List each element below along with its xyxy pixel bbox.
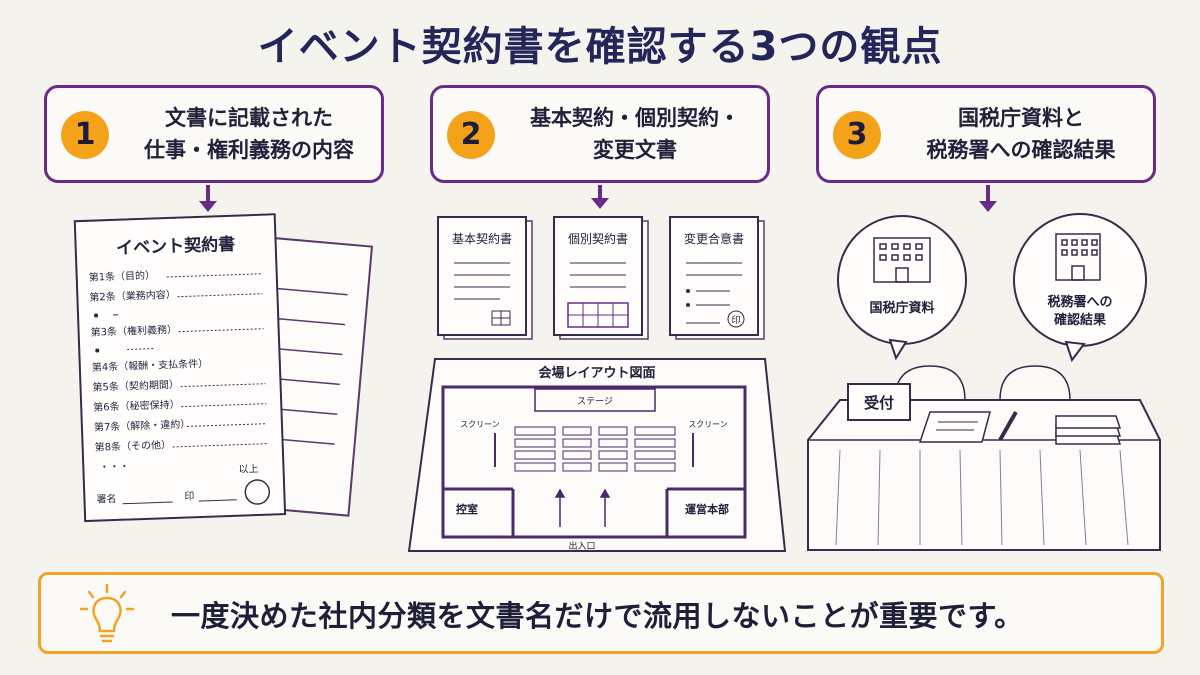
step-text-1: 文書に記載された 仕事・権利義務の内容 — [125, 102, 373, 166]
tax-office-icon — [1055, 233, 1101, 281]
venue-room-right: 運営本部 — [685, 502, 729, 516]
arrow-down-icon-1 — [199, 201, 217, 212]
reception-desk-illustration: 受付 — [807, 365, 1161, 551]
venue-layout-plan: 会場レイアウト図面 ステージ スクリーン スクリーン 控室 運営本部 出入口 — [407, 358, 787, 552]
doc-basic-contract: 基本契約書 — [437, 216, 533, 340]
seal-stamp-icon — [244, 479, 271, 505]
contract-front-sheet: イベント契約書 第1条（目的） 第2条（業務内容） 第3条（権利義務） 第4条（… — [73, 213, 287, 523]
chair-icon — [894, 365, 1071, 401]
contract-article: 第8条（その他） — [94, 438, 171, 454]
bottom-message: 一度決めた社内分類を文書名だけで流用しないことが重要です。 — [171, 599, 1024, 633]
contract-article: 第6条（秘密保持） — [93, 398, 180, 414]
contract-article: 第2条（業務内容） — [89, 288, 176, 304]
doc-seal-icon — [727, 310, 745, 328]
building-icon — [873, 237, 931, 283]
arrow-up-icon — [554, 488, 611, 527]
venue-entrance: 出入口 — [568, 540, 595, 552]
arrow-down-icon-2 — [591, 198, 609, 209]
bubble-nta-materials: 国税庁資料 — [837, 215, 967, 361]
contract-article: 第3条（権利義務） — [90, 323, 177, 339]
step-number-1: 1 — [61, 111, 109, 159]
contract-sign-label: 署名 — [96, 492, 116, 506]
step-text-3: 国税庁資料と 税務署への確認結果 — [897, 102, 1145, 166]
step-box-1: 1 文書に記載された 仕事・権利義務の内容 — [44, 85, 384, 183]
contract-article: 第5条（契約期間） — [92, 378, 179, 394]
contract-article-list: 第1条（目的） 第2条（業務内容） 第3条（権利義務） 第4条（報酬・支払条件）… — [88, 268, 268, 506]
bubble-left-label: 国税庁資料 — [869, 300, 934, 316]
contract-ellipsis: ・・・ — [99, 461, 129, 473]
venue-stage: ステージ — [577, 396, 613, 407]
step-2-line2: 変更文書 — [593, 138, 677, 162]
venue-screen-right: スクリーン — [688, 420, 728, 429]
step-1-line2: 仕事・権利義務の内容 — [144, 138, 354, 162]
venue-title: 会場レイアウト図面 — [538, 365, 655, 381]
venue-room-left: 控室 — [456, 502, 478, 516]
contract-article: 第7条（解除・違約） — [94, 417, 191, 433]
doc-individual-label: 個別契約書 — [568, 231, 628, 246]
doc-seal-label: 印 — [731, 314, 740, 326]
doc-individual-contract: 個別契約書 — [553, 216, 649, 340]
step-number-2: 2 — [447, 111, 495, 159]
doc-basic-label: 基本契約書 — [452, 231, 512, 246]
contract-article: 第4条（報酬・支払条件） — [92, 357, 209, 374]
doc-change-agreement: 変更合意書 印 — [669, 216, 765, 340]
reception-label: 受付 — [864, 394, 894, 412]
bottom-message-box: 一度決めた社内分類を文書名だけで流用しないことが重要です。 — [38, 572, 1164, 654]
step-number-3: 3 — [833, 111, 881, 159]
bubble-tax-office: 税務署への 確認結果 — [1013, 213, 1147, 363]
bubble-right-label-1: 税務署への — [1047, 294, 1112, 310]
step-1-line1: 文書に記載された — [165, 106, 333, 130]
page-title: イベント契約書を確認する3つの観点 — [257, 24, 943, 70]
contract-title: イベント契約書 — [116, 234, 236, 259]
contract-illustration: イベント契約書 第1条（目的） 第2条（業務内容） 第3条（権利義務） 第4条（… — [73, 213, 374, 523]
bubbles-illustration: 国税庁資料 税務署への 確認結果 — [837, 213, 1147, 363]
arrow-3-stem — [986, 185, 990, 203]
seating-area — [514, 426, 676, 472]
step-3-line2: 税務署への確認結果 — [926, 138, 1116, 162]
arrow-down-icon-3 — [979, 201, 997, 212]
venue-screen-left: スクリーン — [460, 420, 500, 429]
step-box-3: 3 国税庁資料と 税務署への確認結果 — [816, 85, 1156, 183]
pen-icon — [998, 411, 1018, 441]
bubble-right-label-2: 確認結果 — [1054, 312, 1106, 328]
step-2-line1: 基本契約・個別契約・ — [530, 106, 740, 130]
contract-seal-label: 印 — [184, 490, 194, 502]
step-box-2: 2 基本契約・個別契約・ 変更文書 — [430, 85, 770, 183]
contract-closing: 以上 — [238, 463, 258, 476]
documents-illustration: 基本契約書 個別契約書 変更合意書 印 — [437, 216, 765, 340]
contract-article: 第1条（目的） — [88, 268, 155, 283]
paper-form-icon — [918, 411, 991, 443]
arrow-1-stem — [206, 185, 210, 203]
reception-sign: 受付 — [847, 383, 911, 421]
lightbulb-icon — [79, 583, 135, 643]
arrow-2-stem — [598, 185, 602, 199]
doc-change-label: 変更合意書 — [684, 231, 744, 246]
step-3-line1: 国税庁資料と — [958, 106, 1084, 130]
step-text-2: 基本契約・個別契約・ 変更文書 — [511, 102, 759, 166]
document-stack-icon — [1055, 415, 1122, 445]
